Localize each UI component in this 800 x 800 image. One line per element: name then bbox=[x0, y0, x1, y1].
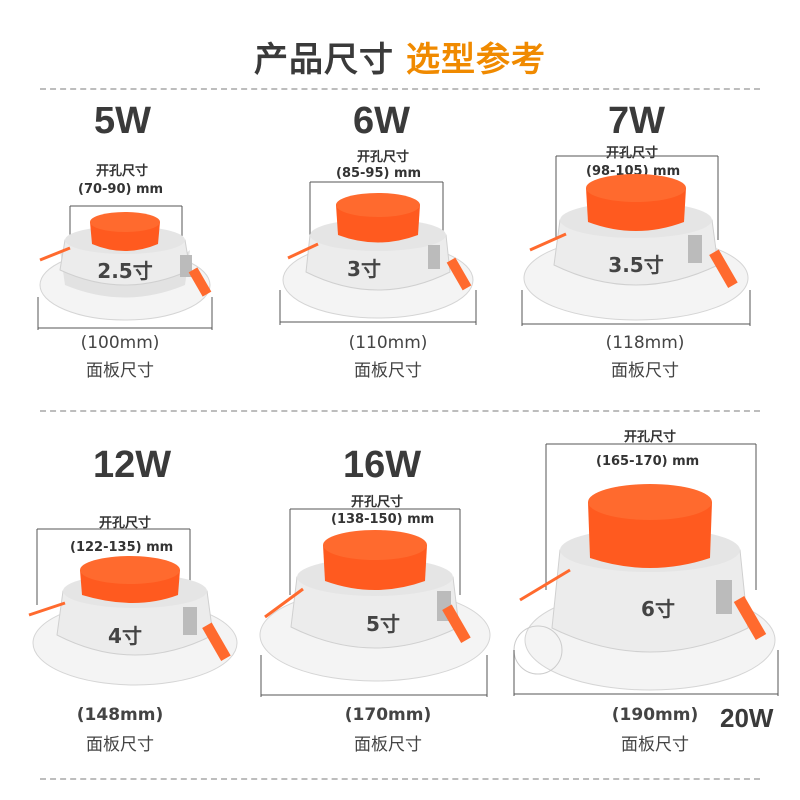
hole-label: 开孔尺寸 bbox=[99, 516, 152, 531]
hole-range: (70-90) mm bbox=[78, 182, 164, 197]
hole-range: (85-95) mm bbox=[336, 166, 422, 181]
hole-label: 开孔尺寸 bbox=[606, 146, 659, 161]
hole-label: 开孔尺寸 bbox=[357, 150, 410, 165]
hole-range: (138-150) mm bbox=[331, 512, 435, 527]
panel-value: (118mm) bbox=[605, 333, 685, 353]
downlight-image: 6寸 bbox=[513, 443, 779, 696]
downlight-image: 5寸 bbox=[259, 508, 491, 697]
size-label: 3.5寸 bbox=[608, 253, 663, 277]
title-part2: 选型参考 bbox=[406, 40, 546, 80]
panel-label: 面板尺寸 bbox=[611, 361, 679, 381]
title-part1: 产品尺寸 bbox=[254, 40, 394, 80]
downlight-image: 2.5寸 bbox=[37, 205, 213, 330]
page-title: 产品尺寸选型参考 bbox=[0, 32, 800, 81]
panel-label: 面板尺寸 bbox=[86, 361, 154, 381]
size-label: 4寸 bbox=[108, 624, 142, 648]
hole-label: 开孔尺寸 bbox=[351, 495, 404, 510]
size-label: 2.5寸 bbox=[97, 259, 152, 283]
downlight-image: 3寸 bbox=[279, 181, 477, 325]
divider-bottom bbox=[40, 778, 760, 780]
panel-label: 面板尺寸 bbox=[354, 361, 422, 381]
panel-label: 面板尺寸 bbox=[86, 735, 154, 755]
divider-top bbox=[40, 88, 760, 90]
panel-label: 面板尺寸 bbox=[354, 735, 422, 755]
watt-label: 5W bbox=[94, 100, 151, 142]
hole-range: (165-170) mm bbox=[596, 454, 700, 469]
panel-value: (110mm) bbox=[348, 333, 428, 353]
panel-value: (190mm) bbox=[611, 705, 699, 725]
watt-label: 12W bbox=[93, 444, 172, 486]
watt-label: 7W bbox=[608, 100, 665, 142]
hole-label: 开孔尺寸 bbox=[96, 164, 149, 179]
downlight-image: 3.5寸 bbox=[521, 155, 751, 326]
panel-value: (100mm) bbox=[80, 333, 160, 353]
size-label: 6寸 bbox=[641, 597, 675, 621]
panel-label: 面板尺寸 bbox=[621, 735, 689, 755]
divider-middle bbox=[40, 410, 760, 412]
hole-range: (122-135) mm bbox=[70, 540, 174, 555]
size-label: 3寸 bbox=[347, 257, 381, 281]
watt-label: 20W bbox=[720, 703, 774, 733]
watt-label: 6W bbox=[353, 100, 410, 142]
watt-label: 16W bbox=[343, 444, 422, 486]
panel-value: (170mm) bbox=[344, 705, 432, 725]
hole-label: 开孔尺寸 bbox=[624, 430, 677, 445]
panel-value: (148mm) bbox=[76, 705, 164, 725]
size-label: 5寸 bbox=[366, 612, 400, 636]
downlight-image: 4寸 bbox=[28, 528, 238, 686]
